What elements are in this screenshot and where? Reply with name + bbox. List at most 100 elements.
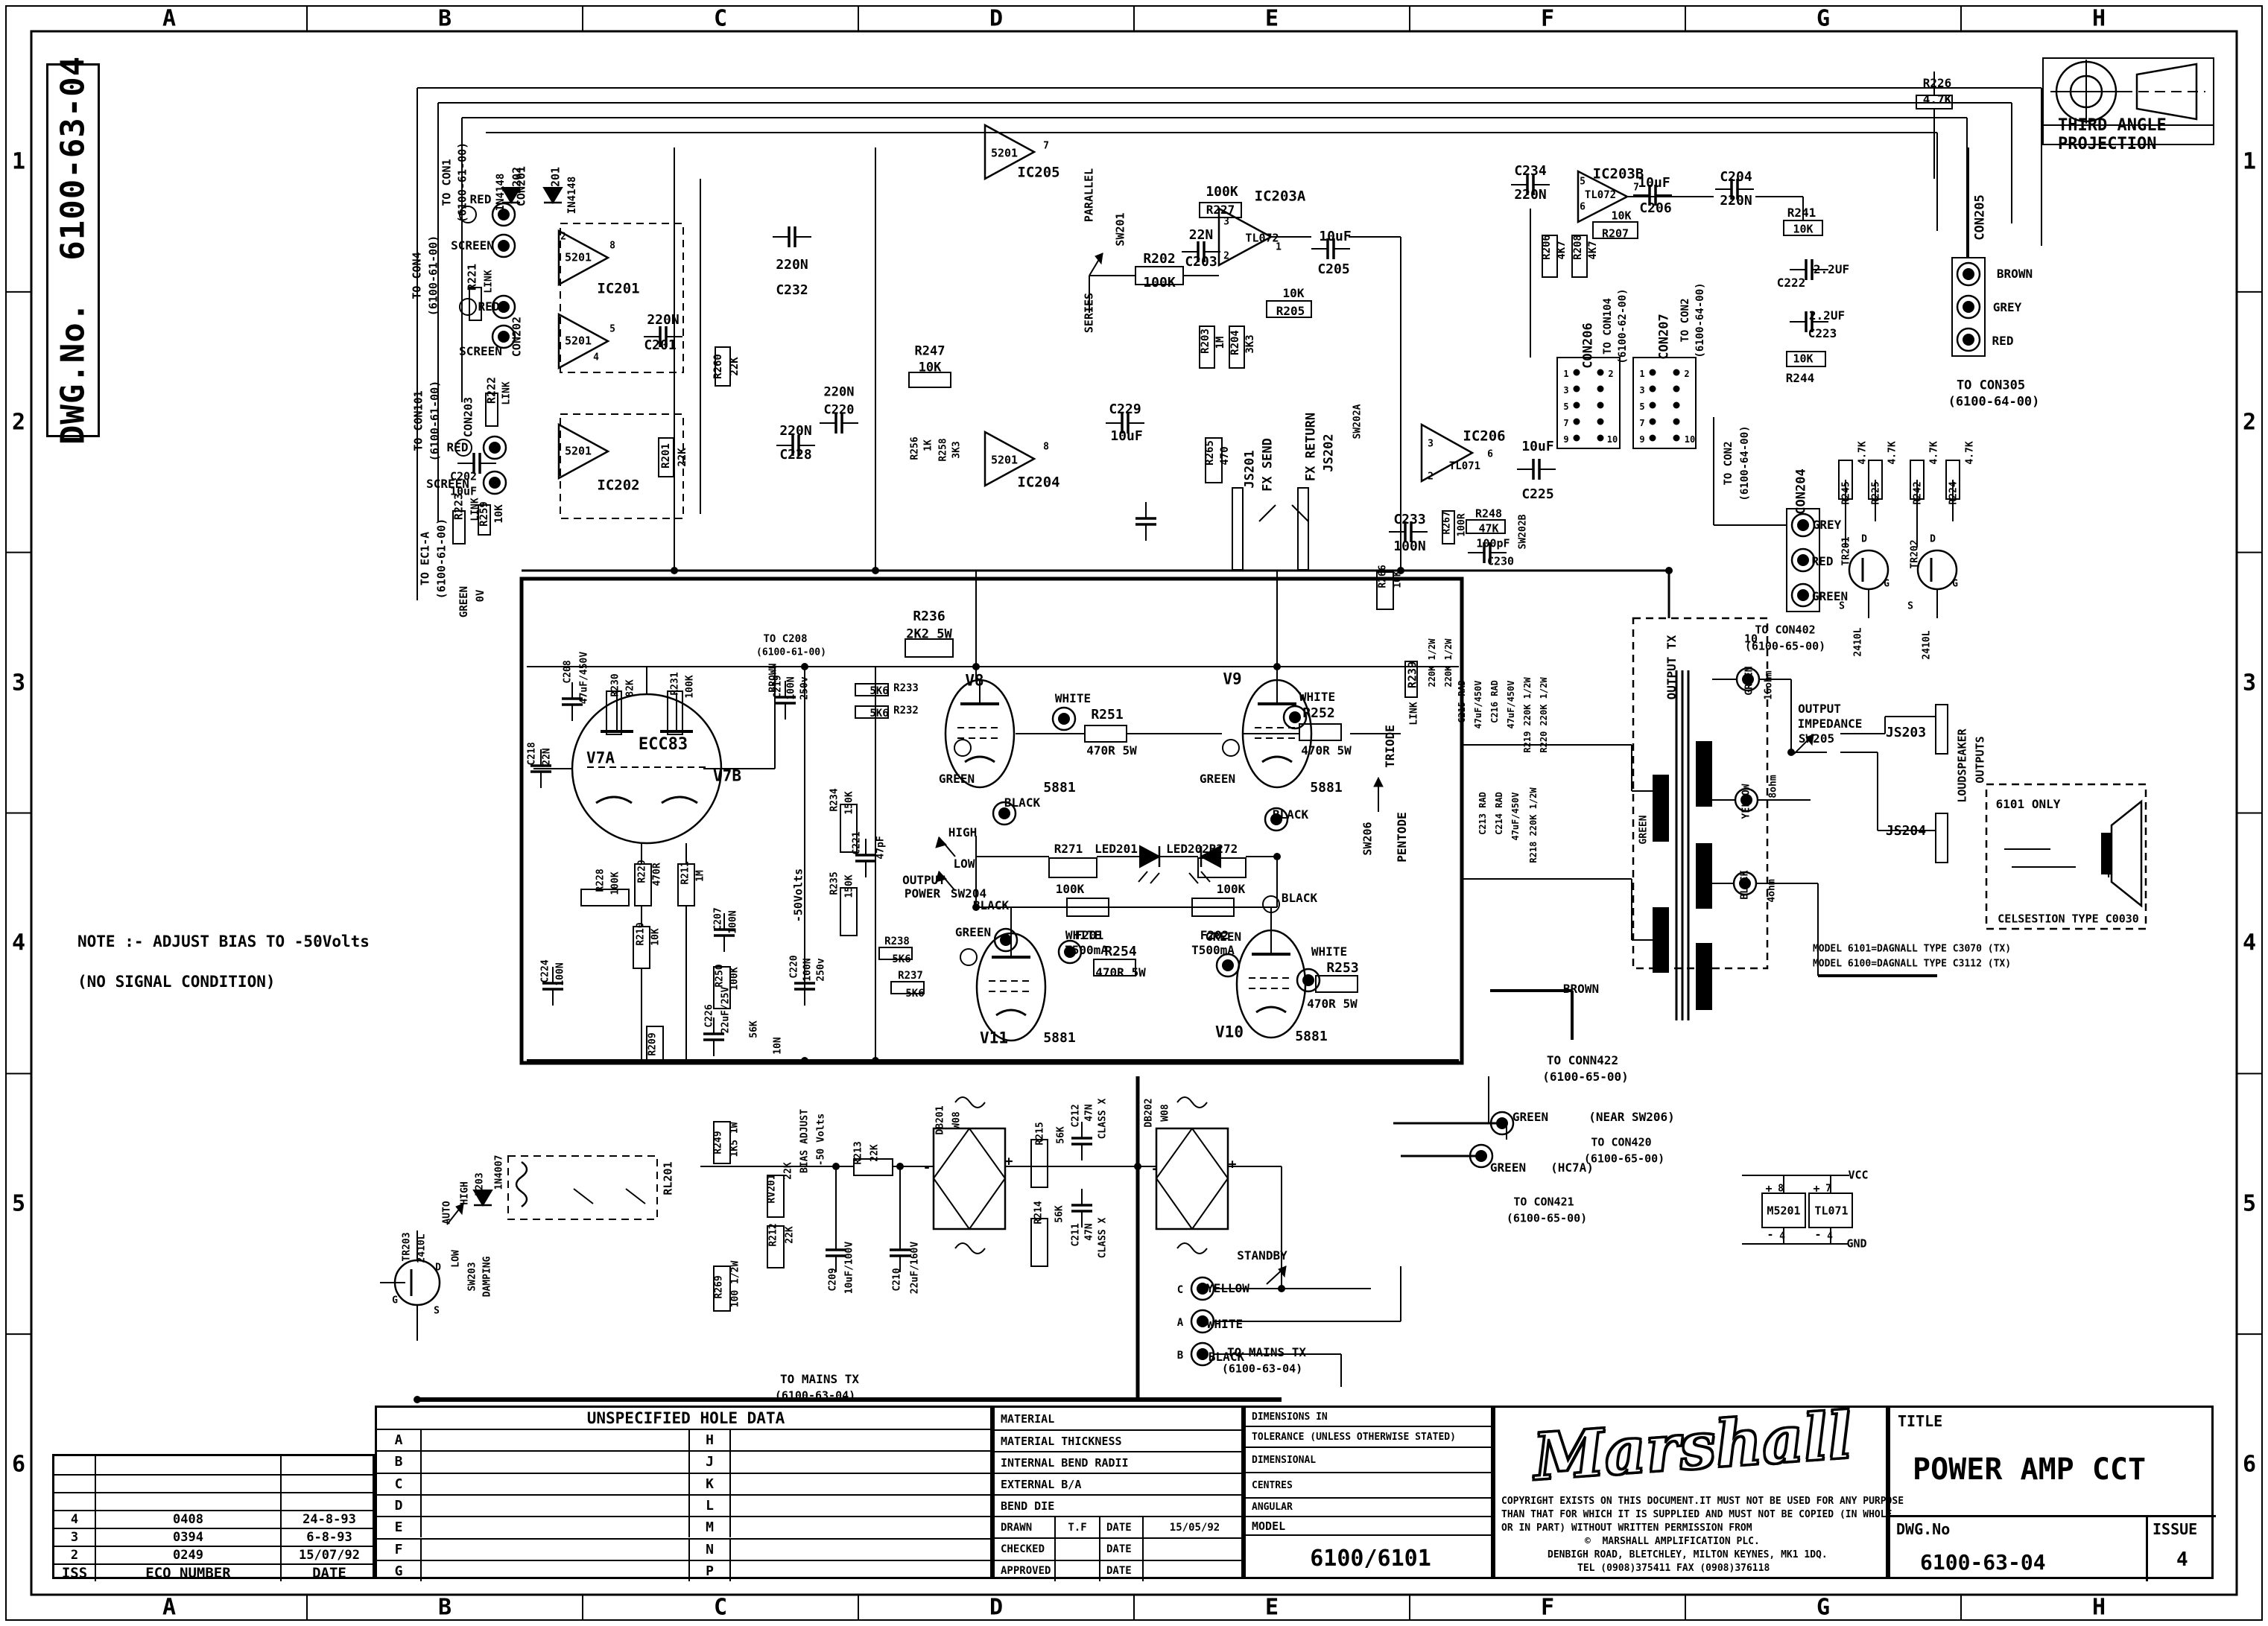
schematic-label: C213 RAD (1477, 792, 1488, 835)
schematic-label: 7 (1043, 140, 1049, 152)
schematic-label: (6100-64-00) (1694, 282, 1706, 358)
schematic-label: R219 220K 1/2W (1522, 677, 1533, 753)
schematic-label: SW203 (466, 1262, 478, 1292)
schematic-label: R204 (1229, 330, 1241, 355)
schematic-label: 10K (650, 928, 662, 946)
schematic-label: 22K (869, 1144, 881, 1162)
schematic-label: PENTODE (1395, 812, 1409, 863)
schematic-label: C222 (1776, 276, 1806, 290)
schematic-label: R247 (914, 343, 945, 359)
schematic-label: WHITE (1065, 928, 1102, 942)
schematic-label: R265 (1204, 440, 1216, 466)
schematic-label: R266 (1377, 565, 1389, 588)
sign-value (1054, 1537, 1099, 1560)
schematic-label: R211 (680, 861, 691, 885)
schematic-label: LOW (450, 1250, 462, 1268)
schematic-label: 2 (1428, 471, 1434, 483)
schematic-label: D203 (474, 1172, 486, 1196)
schematic-label: TR202 (1909, 539, 1921, 569)
schematic-label: RED (1992, 334, 2014, 348)
schematic-label: 56K (1055, 1126, 1067, 1144)
schematic-label: 9 (1639, 434, 1645, 445)
schematic-label: TO CON421 (1513, 1195, 1574, 1209)
schematic-label: R225 (1870, 481, 1882, 505)
schematic-label: C234 (1514, 163, 1547, 179)
grid-number-right: 4 (2242, 930, 2257, 956)
bias-note-line1: NOTE :- ADJUST BIAS TO -50Volts (77, 933, 370, 950)
schematic-label: CLASS X (1097, 1098, 1109, 1140)
schematic-label: 220N (1514, 187, 1547, 203)
schematic-label: VCC (1848, 1168, 1869, 1182)
schematic-label: R207 (1601, 226, 1629, 241)
schematic-label: TO CON2 (1723, 441, 1735, 486)
grid-letter-bottom: D (989, 1594, 1004, 1621)
schematic-label: C233 (1393, 512, 1426, 527)
hole-letter-cell: A (377, 1429, 420, 1450)
schematic-label: TO C208 (763, 633, 808, 645)
grid-number-right: 3 (2242, 670, 2257, 696)
schematic-label: 2 (1223, 250, 1229, 262)
material-row: INTERNAL BEND RADII (995, 1451, 1246, 1473)
schematic-label: R239 (1405, 661, 1419, 689)
hole-letter-cell: K (688, 1472, 729, 1494)
schematic-label: + (1228, 1157, 1237, 1172)
hole-table-title: UNSPECIFIED HOLE DATA (586, 1409, 785, 1427)
schematic-label: 5201 (564, 334, 592, 348)
schematic-label: 8 (1043, 441, 1049, 453)
schematic-label: R258 (937, 438, 949, 462)
schematic-label: 8 (609, 240, 615, 252)
schematic-label: 7 (1563, 418, 1569, 428)
schematic-label: R256 (909, 436, 921, 460)
schematic-label: R235 (829, 871, 840, 895)
schematic-label: 100K (684, 675, 696, 699)
schematic-label: R226 (1922, 76, 1952, 90)
grid-number-right: 1 (2242, 148, 2257, 175)
grid-letter-top: H (2091, 5, 2106, 32)
schematic-label: R215 (1034, 1122, 1046, 1146)
schematic-label: R209 (647, 1032, 659, 1056)
schematic-label: TO CON420 (1591, 1135, 1652, 1149)
eco-cell: 2 (54, 1546, 95, 1563)
schematic-label: 100N (554, 962, 566, 986)
schematic-label: RED (446, 440, 469, 454)
schematic-label: 220N (823, 384, 855, 400)
schematic-label: 10 (1743, 632, 1758, 646)
grid-letter-top: G (1816, 5, 1831, 32)
schematic-label: IC201 (597, 280, 640, 297)
schematic-label: 22K (784, 1226, 796, 1244)
schematic-label: TO EC1-A (418, 531, 432, 586)
schematic-label: 220N (776, 257, 808, 273)
schematic-label: 10 (1606, 434, 1618, 445)
schematic-label: SW206 (1361, 822, 1375, 856)
dwg-no-value: 6100-63-04 (1920, 1550, 2046, 1575)
dwg-no-label: DWG.No (1896, 1520, 1951, 1538)
schematic-label: JS204 (1885, 823, 1927, 839)
schematic-label: LINK (501, 381, 513, 405)
schematic-label: 2410L (1921, 630, 1933, 660)
grid-letter-top: C (713, 5, 728, 32)
schematic-label: TO MAINS TX (1227, 1345, 1306, 1359)
grid-letter-bottom: E (1264, 1594, 1279, 1621)
schematic-label: C225 (1521, 486, 1554, 502)
schematic-label: TO CON2 (1679, 298, 1691, 343)
schematic-label: 7 (1825, 1183, 1831, 1195)
sign-label: APPROVED (995, 1559, 1054, 1581)
schematic-label: 5881 (1295, 1029, 1328, 1044)
hole-data-cell (729, 1516, 995, 1538)
schematic-label: 470R 5W (1086, 743, 1137, 758)
schematic-label: C (1176, 1284, 1184, 1296)
schematic-label: 100K (1216, 882, 1246, 896)
schematic-label: RED (469, 192, 492, 206)
schematic-label: 2.2UF (1808, 308, 1846, 323)
schematic-label: 22K (729, 357, 741, 376)
schematic-label: 470R 5W (1307, 997, 1358, 1011)
tolerance-row: TOLERANCE (UNLESS OTHERWISE STATED) (1246, 1426, 1495, 1446)
schematic-label: 2 (560, 231, 566, 243)
grid-letter-top: A (162, 5, 177, 32)
schematic-label: C230 (1486, 554, 1515, 568)
schematic-label: 22uF/160V (909, 1241, 921, 1295)
schematic-label: RV201 (766, 1174, 778, 1204)
material-row: MATERIAL THICKNESS (995, 1429, 1246, 1451)
schematic-label: 22K (677, 448, 688, 467)
sign-date-label: DATE (1099, 1516, 1142, 1538)
